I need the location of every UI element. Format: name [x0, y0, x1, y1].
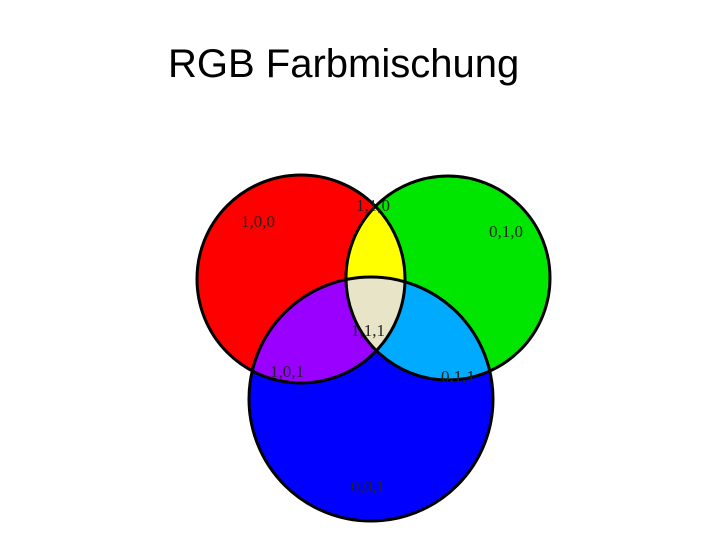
label-white: 1,1,1 — [351, 321, 385, 340]
label-blue: 0,0,1 — [351, 477, 385, 496]
green-circle-outline — [344, 174, 552, 382]
green-blue-overlap — [346, 277, 493, 380]
label-red: 1,0,0 — [241, 212, 275, 231]
label-green-blue: 0,1,1 — [441, 367, 475, 386]
label-red-green: 1,1,0 — [356, 196, 390, 215]
label-red-blue: 1,0,1 — [270, 362, 304, 381]
label-green: 0,1,0 — [489, 222, 523, 241]
blue-circle-outline — [247, 275, 495, 523]
red-circle-outline — [195, 173, 407, 385]
red-blue-overlap — [249, 277, 405, 383]
slide-title: RGB Farbmischung — [168, 42, 520, 86]
